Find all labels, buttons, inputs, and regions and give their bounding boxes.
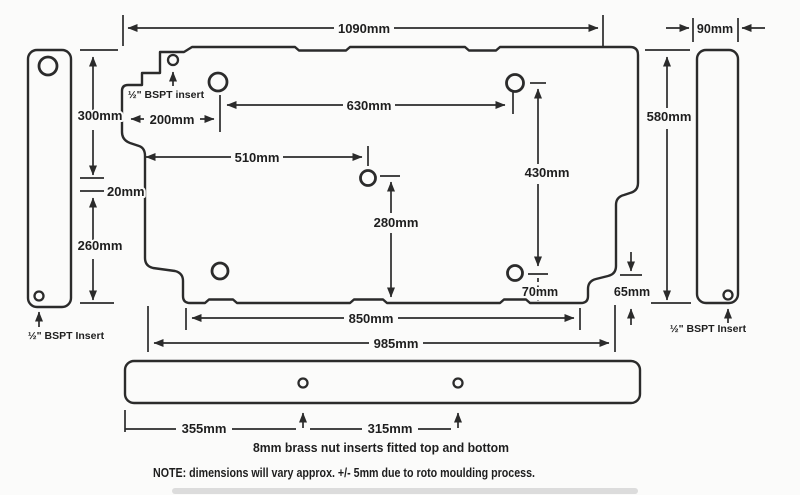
dim-355-label: 355mm [182,421,227,436]
front-view [123,359,642,405]
hole-bottom-left [210,261,230,281]
brass-inserts-caption: 8mm brass nut inserts fitted top and bot… [253,441,509,455]
bspt-insert-hole-left [33,290,45,302]
dim-630-label: 630mm [347,98,392,113]
bspt-insert-hole-top [166,53,180,67]
bspt-right-label: ½" BSPT Insert [670,323,747,335]
left-side-outline [26,48,73,309]
dim-850-label: 850mm [349,311,394,326]
right-side-view [695,48,740,305]
front-bar-hole-right [452,377,464,389]
top-view-outline-group [120,45,640,305]
left-side-view [26,48,73,309]
dim-70-label: 70mm [522,285,558,299]
dim-260-label: 260mm [78,238,123,253]
dim-20-label: 20mm [107,184,145,199]
bottom-shadow-strip [172,488,638,494]
front-bar-outline [123,359,642,405]
left-side-top-hole [37,55,59,77]
dim-65-label: 65mm [614,285,650,299]
hole-top-left [207,71,229,93]
dimension-annotations: 1090mm 90mm 300mm 20mm 260mm ½" BSPT ins… [26,15,765,438]
hole-center [359,169,377,187]
dim-315-label: 315mm [368,421,413,436]
dim-280-label: 280mm [374,215,419,230]
bspt-top-label: ½" BSPT insert [128,89,205,101]
dim-300-label: 300mm [78,108,123,123]
bspt-left-label: ½" BSPT Insert [28,330,105,342]
dim-580-label: 580mm [647,109,692,124]
dim-200-label: 200mm [150,112,195,127]
tolerance-note: NOTE: dimensions will vary approx. +/- 5… [153,466,535,480]
dim-985-label: 985mm [374,336,419,351]
tank-top-view-outline [120,45,640,305]
dim-430-label: 430mm [525,165,570,180]
dim-90-label: 90mm [697,22,733,36]
bspt-insert-hole-right [722,289,734,301]
dim-1090-label: 1090mm [338,21,390,36]
hole-bottom-right [506,264,524,282]
front-bar-hole-left [297,377,309,389]
dim-510-label: 510mm [235,150,280,165]
right-side-outline [695,48,740,305]
hole-top-right [505,73,525,93]
